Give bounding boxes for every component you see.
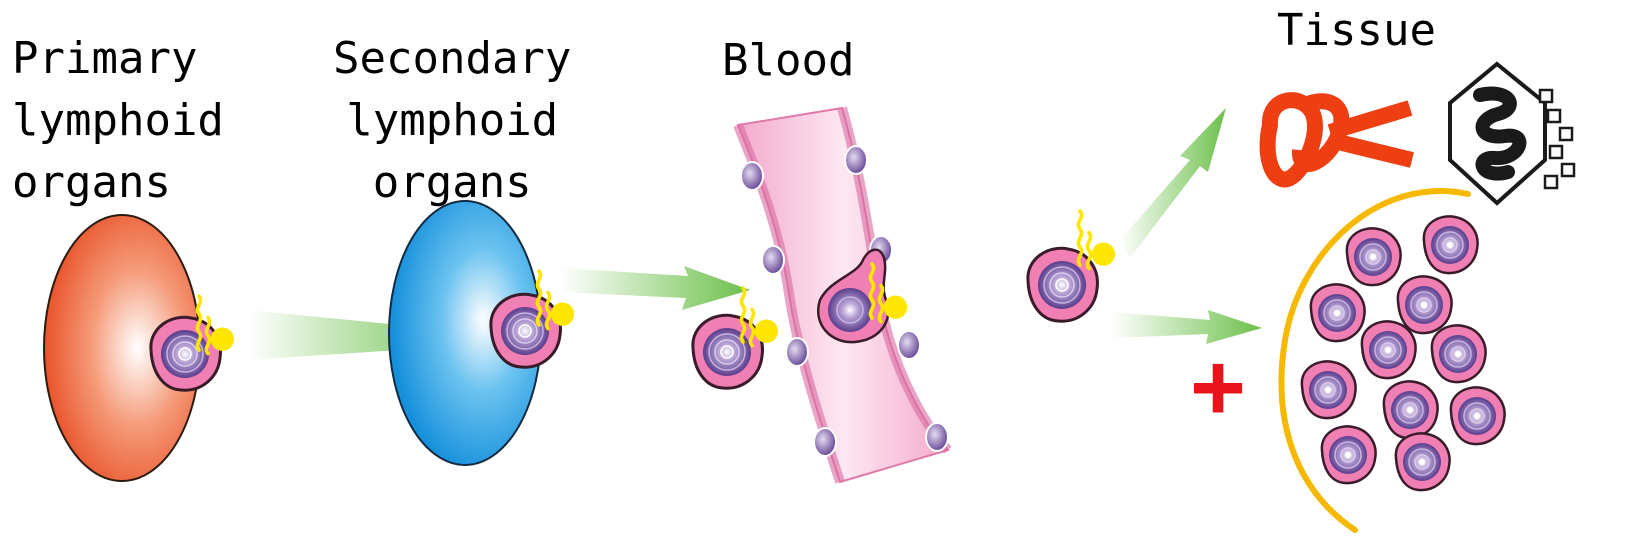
infected-cell-icon xyxy=(1450,64,1574,203)
tissue-cell-5 xyxy=(1362,321,1416,378)
arrow-to-tissue xyxy=(1120,108,1226,258)
tissue-cell-11 xyxy=(1396,433,1450,490)
tissue-cell-9 xyxy=(1451,387,1505,444)
arrow-secondary-to-blood xyxy=(560,266,750,310)
tissue-cell-1 xyxy=(1347,228,1401,285)
lymphocyte-circulating xyxy=(1028,211,1115,321)
tissue-cell-2 xyxy=(1424,216,1478,273)
plus-sign: + xyxy=(1190,334,1246,441)
tissue-cell-7 xyxy=(1302,361,1356,418)
tissue-cell-3 xyxy=(1311,284,1365,341)
tissue-cell-10 xyxy=(1322,426,1376,483)
tissue-cell-4 xyxy=(1398,276,1452,333)
tissue-cell-6 xyxy=(1432,325,1486,382)
orange-ribbon-icon xyxy=(1268,100,1412,179)
tissue-cell-8 xyxy=(1384,381,1438,438)
tissue-lymphocyte-cluster xyxy=(1302,216,1505,490)
